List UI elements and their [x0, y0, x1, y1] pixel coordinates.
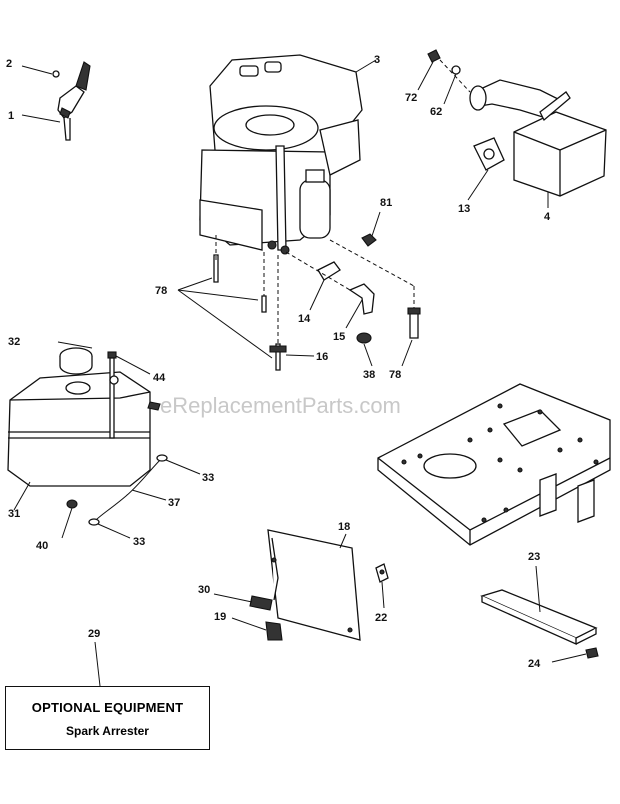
heat-shield-part — [267, 529, 361, 641]
frame-plate-part — [377, 383, 611, 546]
callout-33-bottom: 33 — [133, 536, 145, 548]
spark-arrester-label: Spark Arrester — [66, 724, 149, 738]
clip-19-part — [265, 621, 283, 641]
tank-bushing-part — [66, 499, 78, 509]
spacer-30-part — [249, 595, 273, 611]
callout-1: 1 — [8, 110, 14, 122]
clip-22-part — [375, 563, 389, 583]
engine-part — [199, 54, 363, 255]
fuel-line-part — [88, 454, 168, 526]
callout-4: 4 — [544, 211, 551, 223]
callout-19: 19 — [214, 611, 226, 623]
muffler-part — [469, 79, 607, 197]
callout-33-top: 33 — [202, 472, 214, 484]
watermark-text: eReplacementParts.com — [160, 393, 401, 418]
callout-31: 31 — [8, 508, 20, 520]
screw-24-part — [585, 647, 599, 659]
callout-78-right: 78 — [389, 369, 401, 381]
callout-15: 15 — [333, 331, 345, 343]
optional-equipment-box: OPTIONAL EQUIPMENT Spark Arrester — [5, 686, 210, 750]
callout-24: 24 — [528, 658, 541, 670]
callout-2: 2 — [6, 58, 12, 70]
oil-drain-fitting-part — [317, 261, 375, 344]
callout-18: 18 — [338, 521, 350, 533]
callout-78-left: 78 — [155, 285, 167, 297]
fuel-cap-part — [59, 347, 93, 375]
callout-16: 16 — [316, 351, 328, 363]
callout-3: 3 — [374, 54, 380, 66]
callout-32: 32 — [8, 336, 20, 348]
callout-22: 22 — [375, 612, 387, 624]
callout-40: 40 — [36, 540, 48, 552]
callout-13: 13 — [458, 203, 470, 215]
callout-30: 30 — [198, 584, 210, 596]
optional-equipment-title: OPTIONAL EQUIPMENT — [31, 700, 184, 715]
engine-bolt-78-right-part — [407, 307, 421, 339]
callout-62: 62 — [430, 106, 442, 118]
plate-23-part — [480, 589, 598, 646]
throttle-control-part — [52, 61, 91, 141]
callout-14: 14 — [298, 313, 311, 325]
engine-bolts-part — [213, 254, 287, 371]
callout-29: 29 — [88, 628, 100, 640]
exhaust-gasket-part — [473, 137, 505, 171]
callout-81: 81 — [380, 197, 392, 209]
callout-44: 44 — [153, 372, 166, 384]
callout-38: 38 — [363, 369, 375, 381]
fuel-filter-clip-part — [107, 351, 161, 439]
callout-72: 72 — [405, 92, 417, 104]
fuel-tank-part — [7, 371, 151, 487]
callout-37: 37 — [168, 497, 180, 509]
muffler-bolt-part — [427, 49, 461, 75]
nut-81-part — [361, 233, 377, 247]
callout-23: 23 — [528, 551, 540, 563]
